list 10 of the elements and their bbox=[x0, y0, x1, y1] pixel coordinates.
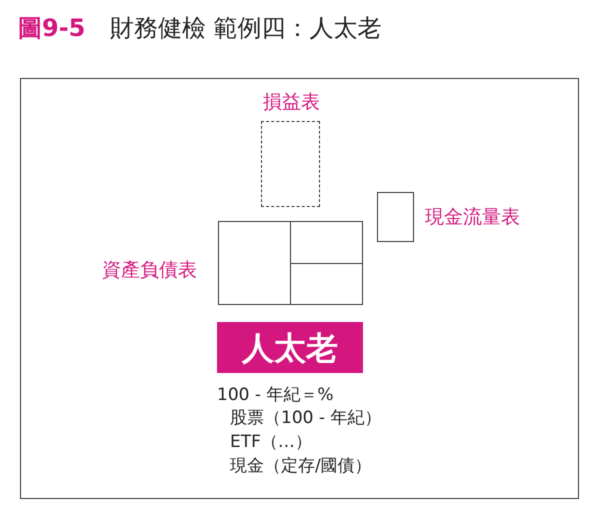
title: 財務健檢 範例四：人太老 bbox=[110, 13, 382, 44]
note-text: 100 - 年紀＝% bbox=[217, 384, 334, 406]
highlight-band: 人太老 bbox=[217, 322, 363, 373]
note-text: ETF（…） bbox=[230, 431, 312, 453]
box-heading: 損益表 bbox=[262, 90, 321, 115]
figure-number: 圖9-5 bbox=[18, 13, 86, 44]
note-text: 股票（100 - 年紀） bbox=[230, 407, 382, 429]
note-text: 現金（定存/國債） bbox=[230, 455, 372, 477]
box-heading: 資產負債表 bbox=[102, 258, 197, 283]
box-heading: 現金流量表 bbox=[425, 205, 520, 230]
